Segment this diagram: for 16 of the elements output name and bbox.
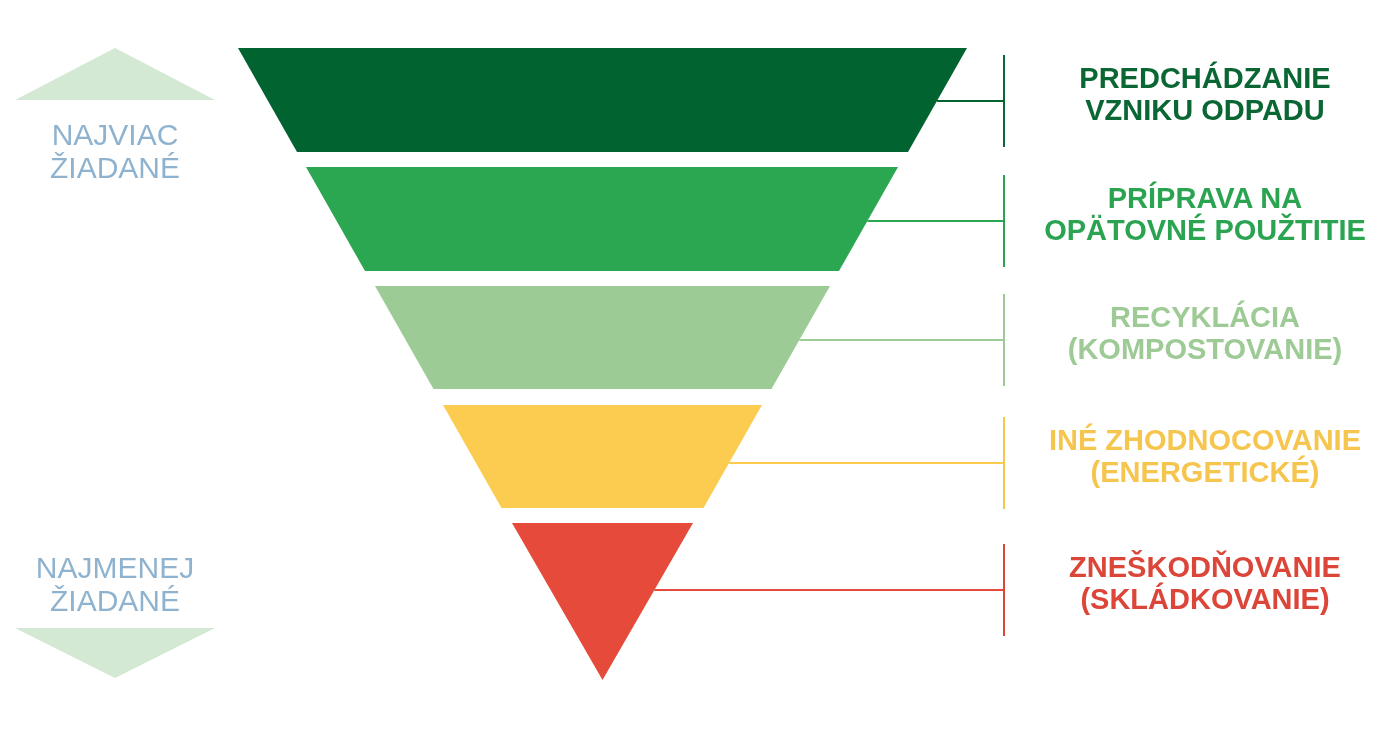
pyramid-tip <box>512 523 693 680</box>
pyramid-tier <box>238 48 967 152</box>
tier-label: ZNEŠKODŇOVANIE (SKLÁDKOVANIE) <box>1003 544 1386 636</box>
priority-label: NAJVIAC ŽIADANÉ <box>50 118 180 184</box>
leader-line <box>653 589 1004 591</box>
tier-label: RECYKLÁCIA (KOMPOSTOVANIE) <box>1003 294 1386 386</box>
pyramid-tier <box>375 286 830 389</box>
tier-label: INÉ ZHODNOCOVANIE (ENERGETICKÉ) <box>1003 417 1386 509</box>
pyramid-tier <box>443 405 762 508</box>
leader-line <box>728 462 1004 464</box>
pyramid-tier <box>306 167 898 271</box>
leader-line <box>866 220 1004 222</box>
priority-label: NAJMENEJ ŽIADANÉ <box>35 551 195 617</box>
tier-label: PREDCHÁDZANIE VZNIKU ODPADU <box>1003 55 1386 147</box>
tier-label: PRÍPRAVA NA OPÄTOVNÉ POUŽTITIE <box>1003 175 1386 267</box>
leader-line <box>798 339 1004 341</box>
